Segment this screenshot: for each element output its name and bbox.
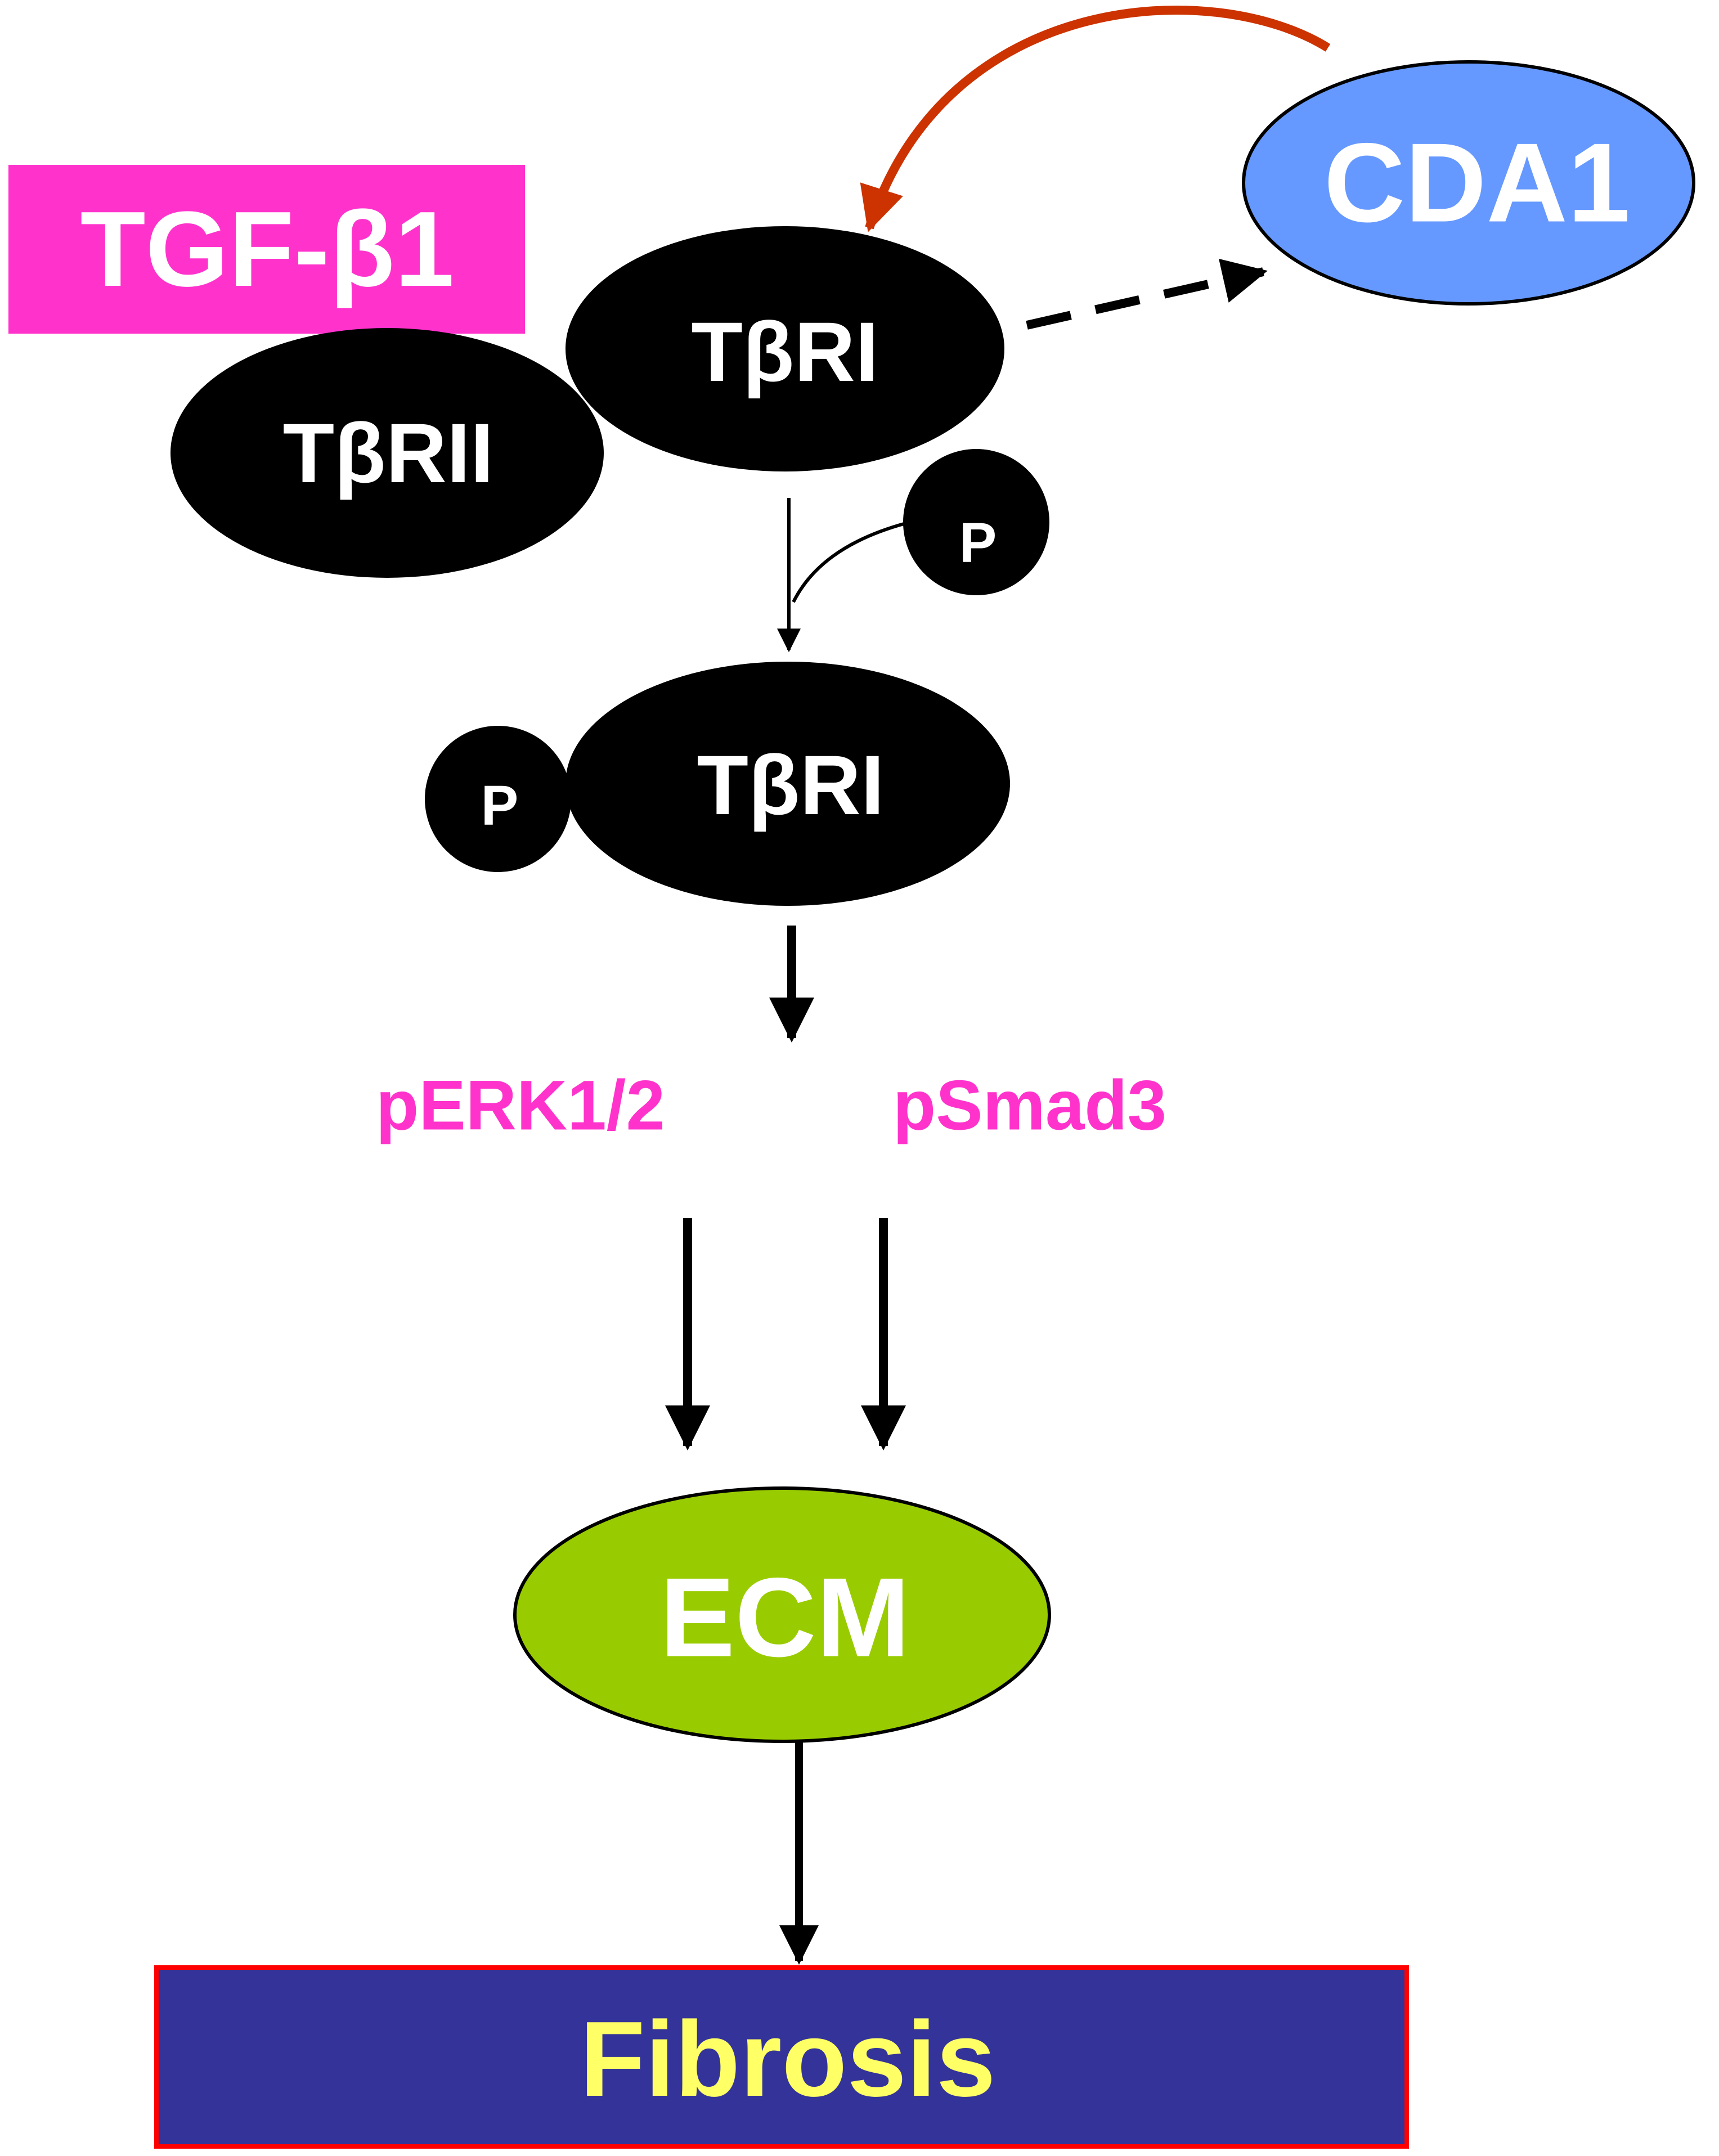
tgf-b1-label: TGF-β1 xyxy=(80,190,455,309)
cda1-to-tbri-feedback-arrow xyxy=(860,6,1331,232)
ecm-ellipse xyxy=(513,1486,1051,1743)
phosphate-transfer-arrow xyxy=(792,522,906,603)
psmad3-label: pSmad3 xyxy=(893,1067,1166,1145)
fibrosis-box xyxy=(154,1965,1409,2149)
tbri-to-cda1-dashed-arrow xyxy=(1026,258,1268,330)
perk-label: pERK1/2 xyxy=(376,1067,665,1145)
tbri-top-ellipse xyxy=(565,226,1004,471)
phosphate-free-label: P xyxy=(959,511,997,574)
tbri-top-label: TβRI xyxy=(691,304,878,399)
tbri-bottom-ellipse xyxy=(565,662,1010,906)
cda1-ellipse xyxy=(1242,60,1695,306)
fibrosis-label: Fibrosis xyxy=(580,2000,995,2119)
tbrii-ellipse xyxy=(170,328,604,578)
ecm-label: ECM xyxy=(660,1555,910,1681)
phosphate-bound-label: P xyxy=(481,774,519,837)
phosphate-bound-circle xyxy=(425,726,571,872)
cda1-label: CDA1 xyxy=(1324,120,1631,246)
tbrii-label: TβRII xyxy=(283,406,494,500)
phosphate-free-circle xyxy=(903,449,1049,595)
tbri-bottom-label: TβRI xyxy=(697,738,884,832)
tgf-b1-box xyxy=(8,165,525,334)
